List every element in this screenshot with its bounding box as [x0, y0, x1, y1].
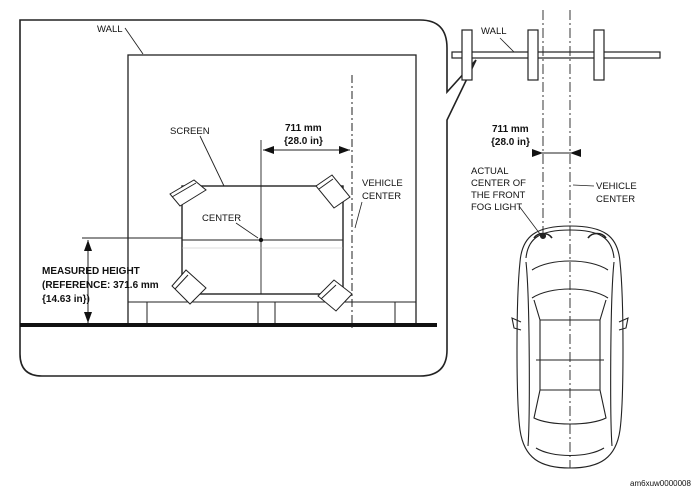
screen-label: SCREEN: [170, 126, 210, 137]
plan-vehicle-center-label-2: CENTER: [596, 194, 635, 205]
center-point: [258, 237, 264, 243]
fog-light-label-3: THE FRONT: [471, 190, 526, 201]
figure-code: am6xuw0000008: [630, 479, 691, 488]
plan-wall-label: WALL: [481, 26, 507, 37]
fog-light-label-1: ACTUAL: [471, 166, 508, 177]
fog-light-label-4: FOG LIGHT: [471, 202, 522, 213]
measured-height-label-2: (REFERENCE: 371.6 mm: [42, 280, 159, 291]
measured-height-label-1: MEASURED HEIGHT: [42, 266, 140, 277]
plan-distance-in: {28.0 in}: [491, 137, 530, 148]
plan-distance-mm: 711 mm: [492, 124, 529, 135]
measured-height-label-3: {14.63 in}): [42, 294, 90, 305]
detail-vehicle-center-label-2: CENTER: [362, 191, 401, 202]
plan-wall: [451, 29, 661, 81]
detail-wall-label: WALL: [97, 24, 123, 35]
detail-callout: [19, 19, 477, 377]
plan-vehicle-center-label-1: VEHICLE: [596, 181, 637, 192]
detail-vehicle-center-label-1: VEHICLE: [362, 178, 403, 189]
detail-distance-mm: 711 mm: [285, 123, 322, 134]
detail-distance-in: {28.0 in}: [284, 136, 323, 147]
vehicle-top-view: [511, 225, 629, 469]
fog-light-label-2: CENTER OF: [471, 178, 526, 189]
center-label: CENTER: [202, 213, 241, 224]
